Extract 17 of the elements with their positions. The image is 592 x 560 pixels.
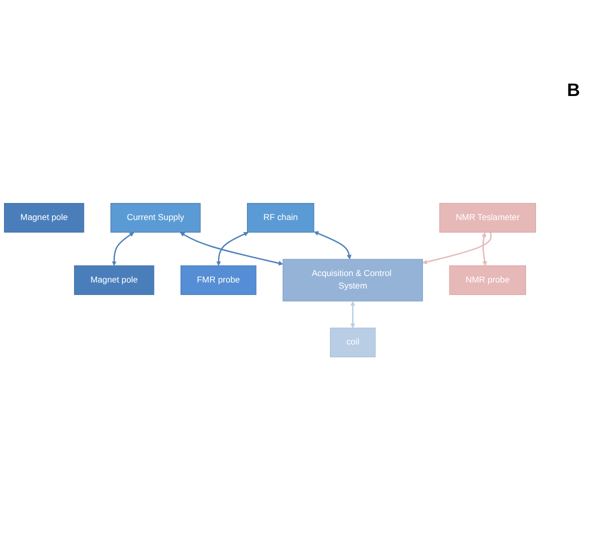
node-box: Magnet pole bbox=[74, 265, 154, 295]
node-box: Current Supply bbox=[110, 202, 201, 232]
arrow bbox=[350, 300, 356, 328]
node-box: FMR probe bbox=[180, 265, 256, 295]
field-label: B bbox=[567, 80, 580, 101]
arrow bbox=[422, 232, 492, 264]
node-box: coil bbox=[330, 328, 376, 358]
node-box: RF chain bbox=[247, 202, 314, 232]
arrow bbox=[482, 232, 488, 266]
arrow bbox=[216, 232, 249, 266]
node-box: Acquisition & Control System bbox=[282, 258, 423, 302]
arrow bbox=[180, 232, 284, 266]
node-box: NMR Teslameter bbox=[439, 202, 536, 232]
arrow bbox=[314, 231, 352, 260]
node-box: NMR probe bbox=[449, 265, 526, 295]
node-box: Magnet pole bbox=[4, 202, 84, 232]
arrow bbox=[112, 232, 134, 266]
